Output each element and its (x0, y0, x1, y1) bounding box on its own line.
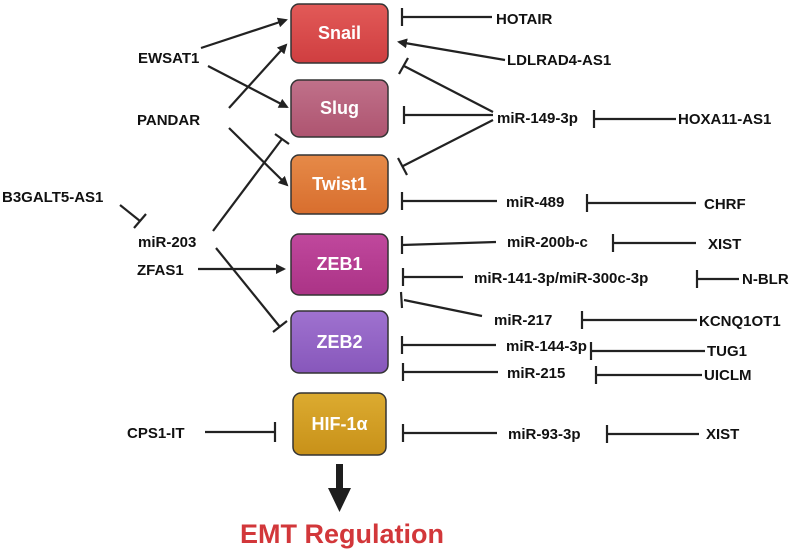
ewsat1-label: EWSAT1 (138, 50, 199, 67)
snail-label: Snail (318, 23, 361, 43)
edge-ewsat1-snail (200, 17, 288, 50)
edge-mir149-snail (403, 65, 494, 113)
mir489-label: miR-489 (506, 194, 564, 211)
hoxa11-label: HOXA11-AS1 (678, 111, 771, 128)
snail-box (290, 3, 389, 64)
slug-box (290, 79, 389, 138)
b3galt5-label: B3GALT5-AS1 (2, 189, 103, 206)
edge-b3galt5-mir203 (119, 204, 141, 222)
hif1a-box (292, 392, 387, 456)
twist1-box (290, 154, 389, 215)
edge-mir203-zeb2-bar (272, 320, 288, 333)
xist-label-1: XIST (708, 236, 741, 253)
outcome-title: EMT Regulation (240, 519, 444, 549)
mir217-label: miR-217 (494, 312, 552, 329)
zeb2-box (290, 310, 389, 374)
pandar-label: PANDAR (137, 112, 200, 129)
hotair-label: HOTAIR (496, 11, 553, 28)
edge-ldlrad4-snail (397, 38, 506, 62)
outcome: EMT Regulation (240, 464, 444, 549)
edge-mir217-zeb1 (403, 298, 483, 318)
tug1-label: TUG1 (707, 343, 747, 360)
edge-mir203-zeb2 (215, 247, 281, 328)
edge-mir149-snail-bar (398, 57, 409, 75)
slug-label: Slug (320, 98, 359, 118)
zeb1-label: ZEB1 (316, 254, 362, 274)
edge-mir203-slug (212, 138, 283, 232)
ldlrad4-label: LDLRAD4-AS1 (507, 52, 611, 69)
target-boxes: Snail Slug Twist1 ZEB1 ZEB2 HIF-1α (290, 3, 389, 456)
mir203-label: miR-203 (138, 234, 196, 251)
nblr-label: N-BLR (742, 271, 789, 288)
edge-mir203-slug-bar (274, 133, 290, 145)
mir141-label: miR-141-3p/miR-300c-3p (474, 270, 648, 287)
twist1-label: Twist1 (312, 174, 367, 194)
hif1a-label: HIF-1α (311, 414, 367, 434)
edge-b3galt5-mir203-bar (133, 213, 147, 229)
kcnq-label: KCNQ1OT1 (699, 313, 781, 330)
mir215-label: miR-215 (507, 365, 565, 382)
edge-mir217-zeb1-bar (399, 291, 404, 309)
edge-mir149-twist1 (402, 119, 494, 167)
right-regulators: HOTAIR LDLRAD4-AS1 miR-149-3p HOXA11-AS1… (474, 11, 789, 443)
down-arrow-icon (328, 488, 351, 512)
mir93-label: miR-93-3p (508, 426, 581, 443)
left-regulators: EWSAT1 PANDAR B3GALT5-AS1 miR-203 ZFAS1 … (2, 50, 200, 442)
edges (119, 8, 739, 443)
edge-pandar-twist1 (228, 127, 289, 187)
cps1it-label: CPS1-IT (127, 425, 185, 442)
zeb2-label: ZEB2 (316, 332, 362, 352)
mir200-label: miR-200b-c (507, 234, 588, 251)
zfas1-label: ZFAS1 (137, 262, 184, 279)
edge-mir149-twist1-bar (397, 157, 408, 176)
edge-mir200-zeb1 (401, 240, 497, 247)
edge-pandar-snail (228, 43, 288, 109)
chrf-label: CHRF (704, 196, 746, 213)
mir144-label: miR-144-3p (506, 338, 587, 355)
down-arrow-shaft (336, 464, 343, 491)
uiclm-label: UICLM (704, 367, 752, 384)
mir149-label: miR-149-3p (497, 110, 578, 127)
xist-label-2: XIST (706, 426, 739, 443)
zeb1-box (290, 233, 389, 296)
